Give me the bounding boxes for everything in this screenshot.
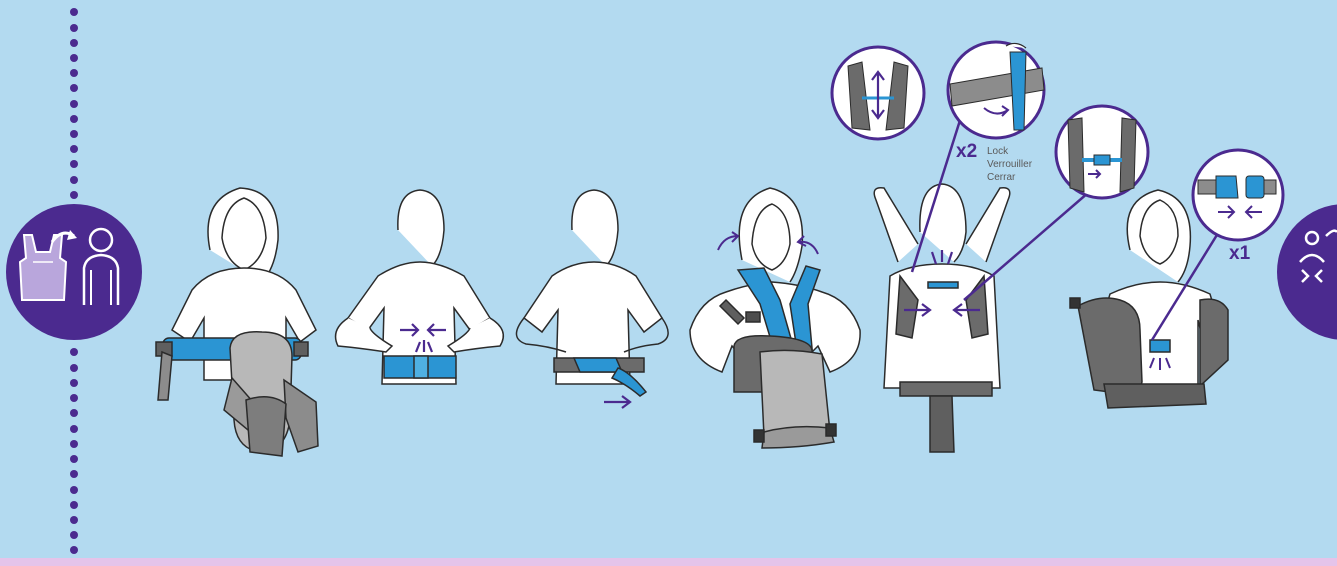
lock-label-es: Cerrar: [987, 171, 1032, 184]
rotate-arrow: [604, 396, 630, 408]
back-clip-zoom-icon: [1056, 106, 1148, 198]
lock-label-group: Lock Verrouiller Cerrar: [987, 145, 1032, 184]
bottom-band: [0, 558, 1337, 566]
rotate-waist-step: [516, 190, 668, 396]
lock-label-en: Lock: [987, 145, 1032, 158]
carrier-to-person-icon: [6, 204, 142, 340]
shoulder-straps-step: [690, 188, 860, 448]
waist-belt-step: [156, 188, 318, 456]
repeat-count-two: x2: [956, 141, 977, 163]
lock-label-fr: Verrouiller: [987, 158, 1032, 171]
front-buckle-zoom-icon: [1193, 150, 1283, 240]
back-buckle-step: [874, 184, 1010, 452]
repeat-count-one: x1: [1229, 243, 1250, 265]
buckle-waist-step: [336, 190, 504, 384]
lock-strap-zoom-icon: [948, 42, 1044, 138]
baby-carrier-next-icon: [1277, 204, 1337, 340]
strap-adjust-zoom-icon: [832, 47, 924, 139]
